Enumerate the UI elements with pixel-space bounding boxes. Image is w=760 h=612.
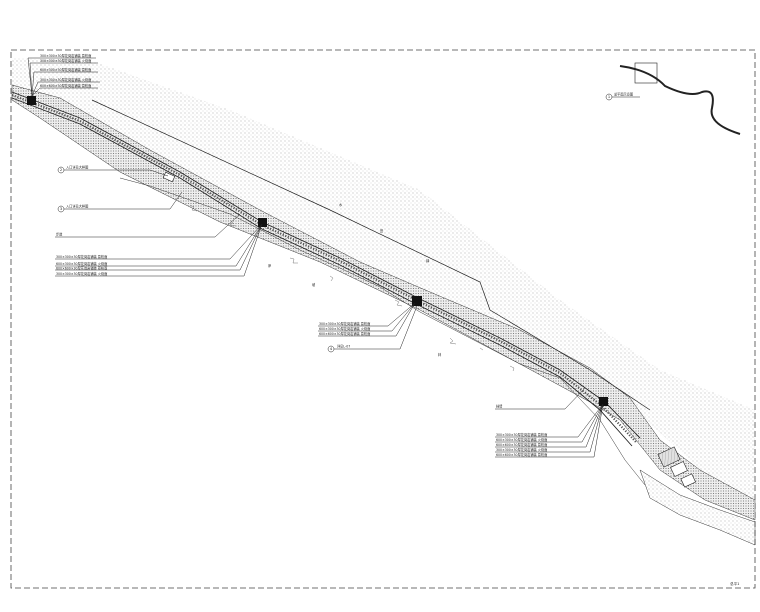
callout-2-line-3: 600×600×30厚花岗岩铺装 荔枝面	[56, 266, 107, 271]
detail-ref-3: 4 详见L-07	[327, 305, 418, 353]
sheet-number: 总平1	[730, 581, 739, 586]
callout-4-line-4: 300×300×30厚花岗岩铺装 火烧面	[496, 447, 547, 452]
callout-1-line-5: 600×600×30厚花岗岩铺装 荔枝面	[40, 83, 91, 88]
map-mark-4: 坡	[312, 282, 316, 287]
callout-2-line-1: 300×300×30厚花岗岩铺装 荔枝面	[56, 254, 107, 259]
detail-ref-1-marker: 2	[60, 168, 62, 172]
key-plan-label: 总平面示意图	[614, 92, 633, 97]
bank-line-lower	[119, 177, 646, 486]
building-cluster	[657, 446, 696, 488]
label-walkway-text: 步道	[56, 232, 63, 237]
callout-group-4: 300×300×30厚花岗岩铺装 荔枝面 600×300×30厚花岗岩铺装 火烧…	[495, 403, 604, 458]
callout-3-line-2: 600×300×30厚花岗岩铺装 火烧面	[319, 326, 370, 331]
detail-ref-2-marker: 3	[60, 207, 62, 211]
corridor-band	[11, 84, 756, 521]
detail-ref-3-marker: 4	[330, 347, 333, 351]
upper-dotted-zone	[12, 58, 755, 500]
node-marker-2	[258, 218, 267, 227]
callout-1-line-3: 600×300×30厚花岗岩铺装 荔枝面	[40, 67, 91, 72]
boundary-line	[91, 99, 651, 411]
map-mark-3: 岸	[268, 263, 272, 268]
callout-4-line-5: 600×600×30厚花岗岩铺装 荔枝面	[496, 452, 547, 457]
callout-group-1: 300×300×30厚花岗岩铺装 荔枝面 300×300×30厚花岗岩铺装 火烧…	[27, 53, 100, 97]
callout-1-line-2: 300×300×30厚花岗岩铺装 火烧面	[40, 58, 91, 63]
detail-ref-1: 2 入口详见大样图	[57, 165, 169, 177]
detail-ref-2: 3 入口详见大样图	[57, 191, 183, 213]
callout-1-line-4: 300×300×30厚花岗岩铺装 火烧面	[40, 77, 91, 82]
detail-ref-2-label: 入口详见大样图	[66, 204, 88, 209]
callout-3-line-1: 300×300×30厚花岗岩铺装 荔枝面	[319, 321, 370, 326]
callout-1-line-1: 300×300×30厚花岗岩铺装 荔枝面	[40, 53, 91, 58]
key-plan-marker-number: 1	[608, 95, 610, 99]
lower-right-ground	[639, 469, 756, 546]
callout-2-line-2: 600×300×30厚花岗岩铺装 火烧面	[56, 261, 107, 266]
map-mark-2: 绿	[426, 258, 430, 263]
walkway-edge-upper	[11, 91, 641, 439]
detail-ref-1-label: 入口详见大样图	[66, 165, 88, 170]
map-mark-6: 田	[380, 229, 383, 233]
key-plan-inset: 1 总平面示意图	[605, 62, 741, 135]
walkway-paving	[11, 93, 637, 443]
node-marker-4	[599, 397, 608, 406]
node-marker-3	[412, 296, 422, 306]
bank-scribble	[189, 204, 515, 372]
label-wall: 挡墙	[495, 387, 586, 410]
callout-group-2: 300×300×30厚花岗岩铺装 荔枝面 600×300×30厚花岗岩铺装 火烧…	[55, 223, 263, 277]
callout-group-3: 300×300×30厚花岗岩铺装 荔枝面 600×300×30厚花岗岩铺装 火烧…	[318, 302, 416, 337]
label-wall-text: 挡墙	[496, 404, 503, 409]
label-walkway: 步道	[55, 213, 241, 238]
sheet-border	[10, 49, 756, 589]
callout-4-line-2: 600×300×30厚花岗岩铺装 火烧面	[496, 437, 547, 442]
callout-3-line-3: 600×600×30厚花岗岩铺装 荔枝面	[319, 331, 370, 336]
callout-4-line-3: 600×600×30厚花岗岩铺装 荔枝面	[496, 442, 547, 447]
detail-ref-3-label: 详见L-07	[337, 344, 350, 349]
node-marker-1	[27, 96, 36, 105]
map-mark-1: 水	[339, 202, 343, 207]
map-mark-5: 林	[438, 352, 442, 357]
callout-2-line-4: 300×300×30厚花岗岩铺装 火烧面	[56, 271, 107, 276]
callout-4-line-1: 300×300×30厚花岗岩铺装 荔枝面	[496, 432, 547, 437]
